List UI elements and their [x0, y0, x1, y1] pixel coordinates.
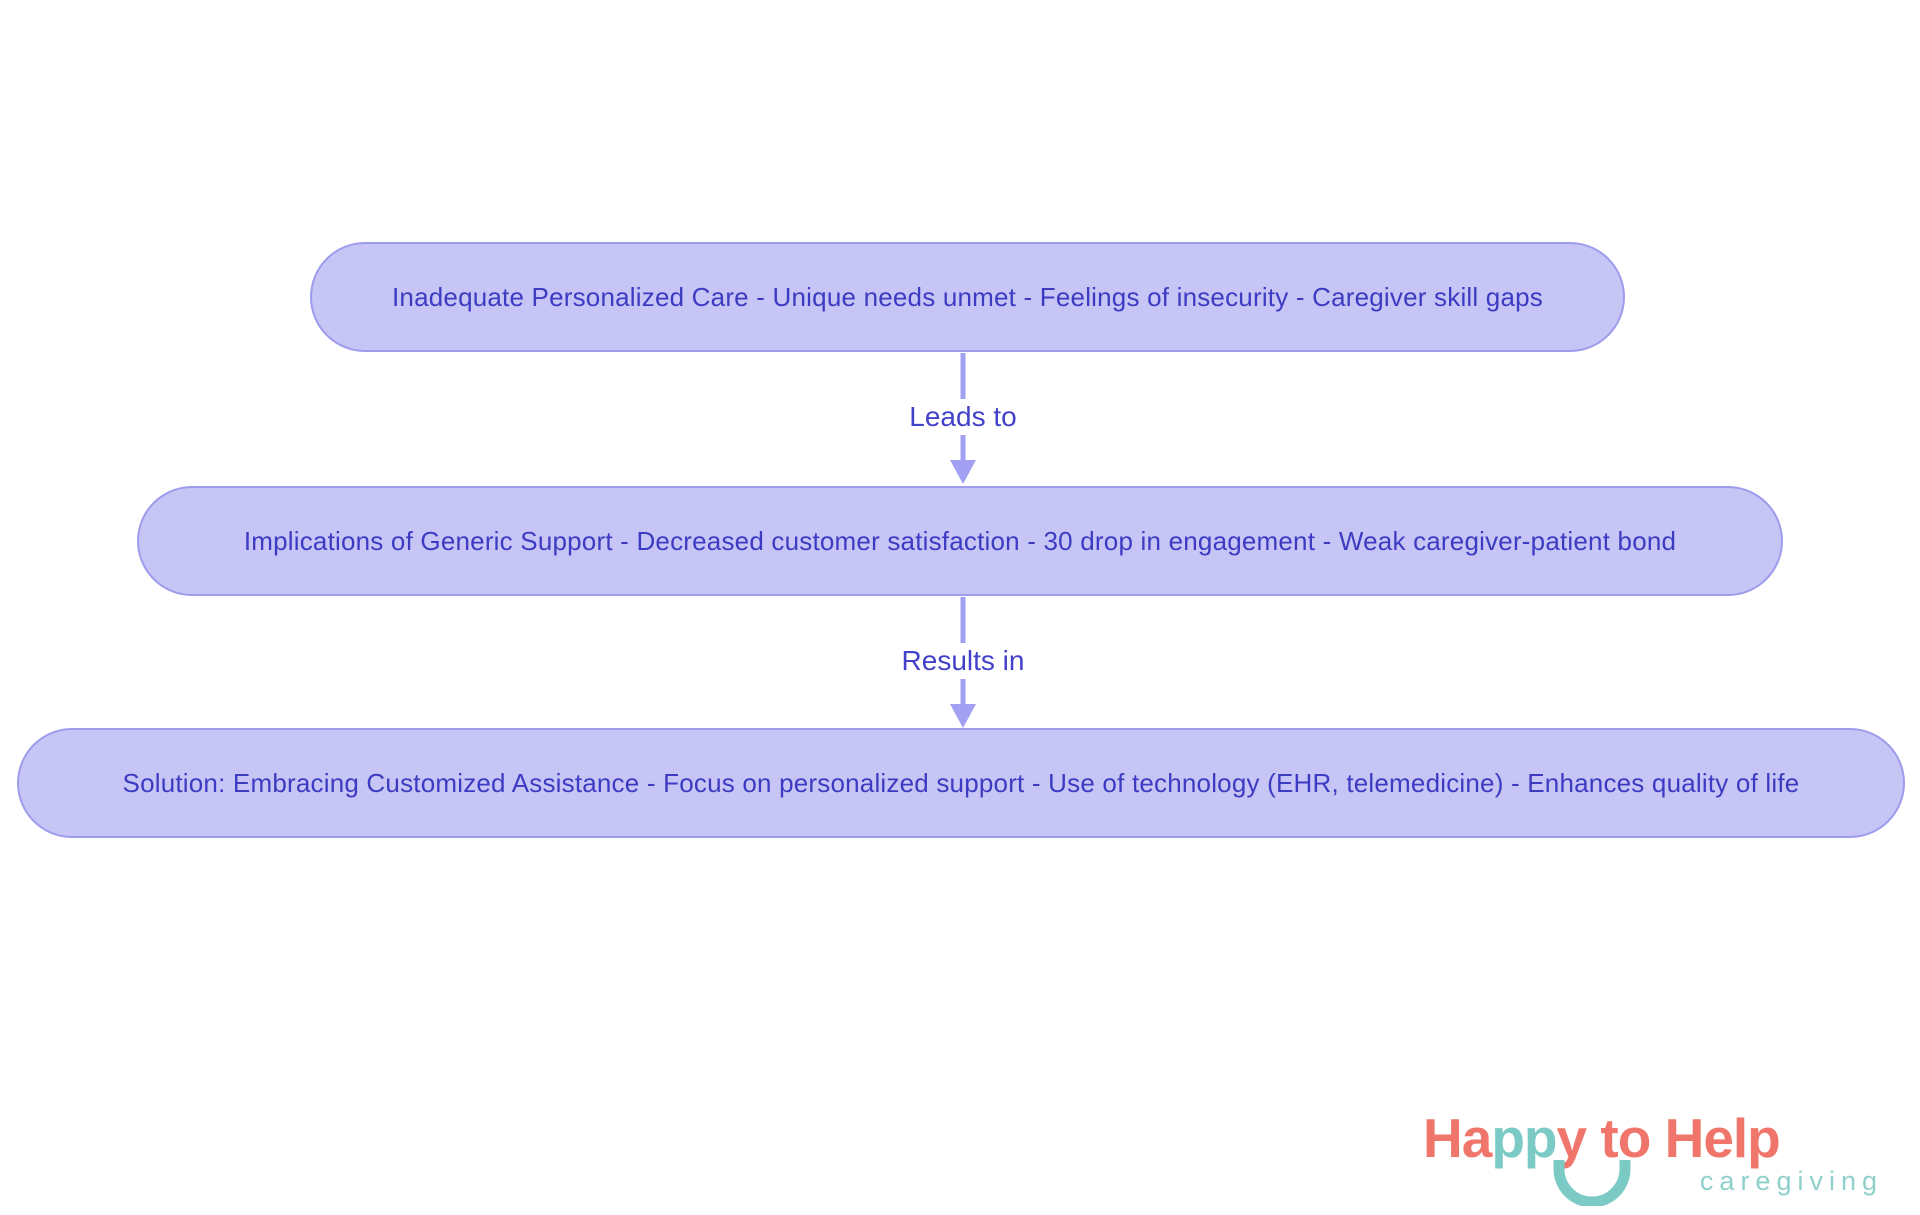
flow-box-problem: Inadequate Personalized Care - Unique ne…: [310, 242, 1625, 352]
logo-text-help: Help: [1664, 1107, 1781, 1169]
flow-box-implications-text: Implications of Generic Support - Decrea…: [243, 525, 1677, 556]
flow-box-problem-text: Inadequate Personalized Care - Unique ne…: [392, 281, 1543, 312]
connector-label-results-in: Results in: [889, 643, 1037, 679]
flow-box-solution: Solution: Embracing Customized Assistanc…: [17, 728, 1905, 838]
smile-icon: [1553, 1160, 1631, 1206]
flow-box-implications: Implications of Generic Support - Decrea…: [137, 486, 1783, 596]
logo-text-to: to: [1586, 1107, 1665, 1169]
flow-box-solution-text: Solution: Embracing Customized Assistanc…: [122, 767, 1800, 798]
brand-logo: Happy to Help caregiving: [1423, 1106, 1899, 1206]
logo-text-pp: pp: [1491, 1107, 1557, 1169]
brand-logo-wordmark: Happy to Help: [1423, 1106, 1781, 1170]
logo-text-y: y: [1556, 1107, 1588, 1169]
logo-text-ha: Ha: [1423, 1107, 1492, 1169]
connector-label-leads-to: Leads to: [897, 399, 1029, 435]
brand-logo-subtitle: caregiving: [1699, 1166, 1883, 1196]
